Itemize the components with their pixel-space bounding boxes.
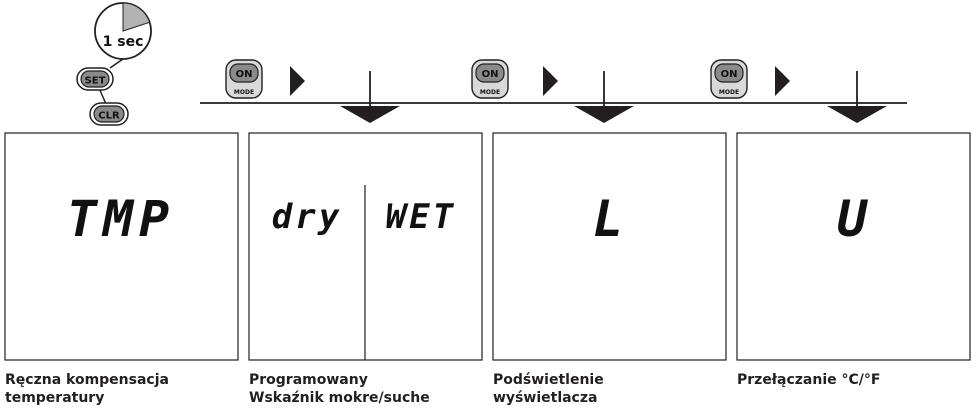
mode-label: MODE [719,89,739,96]
on-mode-button-3[interactable]: ON MODE [710,59,748,99]
on-label: ON [482,69,499,80]
on-mode-button-2[interactable]: ON MODE [471,59,509,99]
timer-label: 1 sec [103,34,144,50]
caption-line: Programowany [249,372,368,388]
on-mode-button-1[interactable]: ON MODE [225,59,263,99]
arrow-right-icon [775,66,790,96]
caption-line: Wskaźnik mokre/suche [249,390,430,406]
lcd-readout: U [837,190,869,248]
down-arrow-icon [827,71,887,123]
caption-line: temperatury [5,390,105,406]
down-arrow-icon [574,71,634,123]
caption-line: wyświetlacza [493,390,598,406]
set-button-label: SET [85,76,106,87]
caption-line: Przełączanie °C/°F [737,372,881,388]
set-button[interactable]: SET [76,67,114,91]
timer-icon: 1 sec [94,2,152,60]
caption-line: Ręczna kompensacja [5,372,169,388]
lcd-readout-left: dry [272,197,342,237]
on-label: ON [236,69,253,80]
lcd-panel-tmp: TMP [4,132,239,361]
lcd-panel-backlight: L [492,132,727,361]
caption-line: Podświetlenie [493,372,604,388]
caption-wet-dry-indicator: Programowany Wskaźnik mokre/suche [249,371,430,407]
on-label: ON [721,69,738,80]
mode-label: MODE [234,89,254,96]
mode-label: MODE [480,89,500,96]
lcd-readout-right: WET [386,197,456,237]
caption-unit-switch: Przełączanie °C/°F [737,371,880,389]
lcd-readout: L [593,190,623,248]
clr-button[interactable]: CLR [89,102,129,126]
lcd-readout: TMP [67,190,175,248]
lcd-panel-units: U [736,132,971,361]
arrow-right-icon [543,66,558,96]
lcd-panel-dry-wet: dry WET [248,132,483,361]
caption-backlight: Podświetlenie wyświetlacza [493,371,604,407]
arrow-right-icon [290,66,305,96]
clr-button-label: CLR [98,111,120,122]
timer-elapsed-wedge [122,2,151,32]
down-arrow-icon [340,71,400,123]
caption-manual-temp-compensation: Ręczna kompensacja temperatury [5,371,169,407]
